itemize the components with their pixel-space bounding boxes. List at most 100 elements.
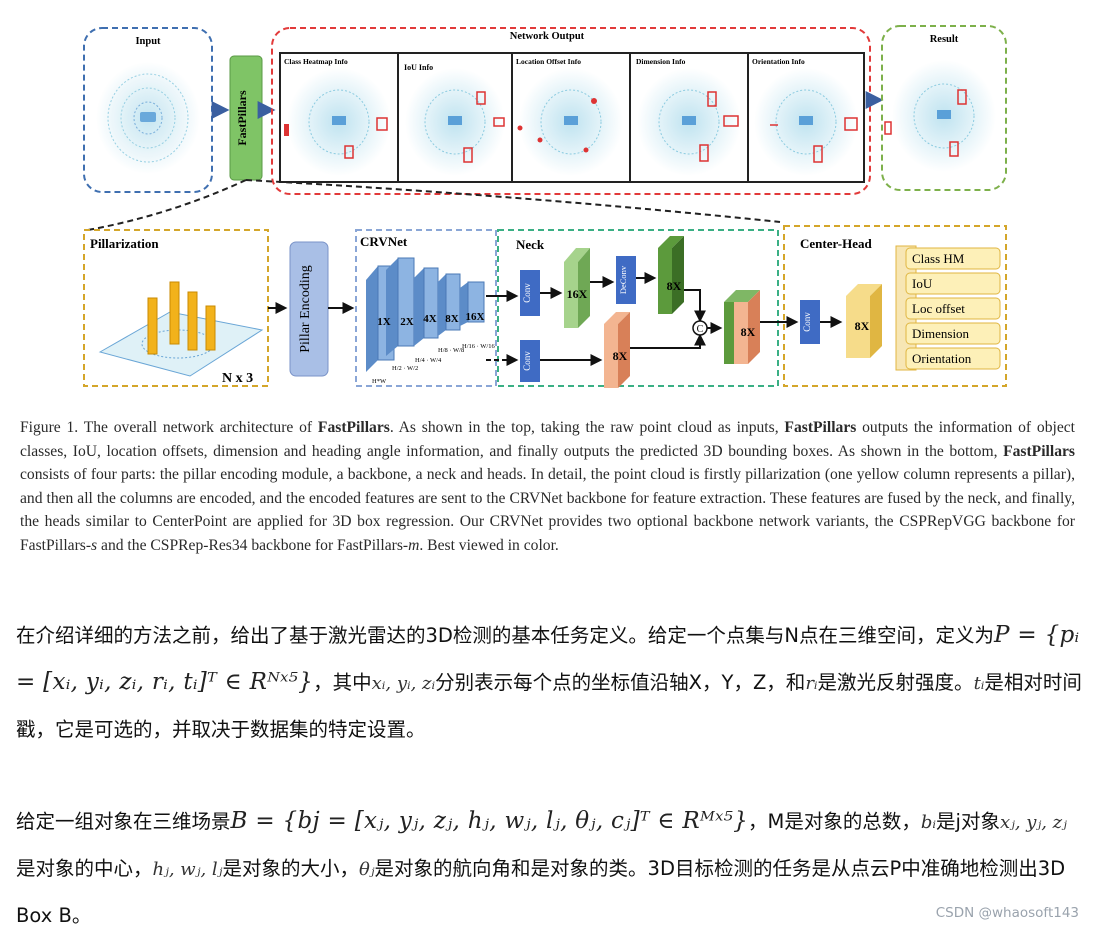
panel-label: Location Offset Info [516, 57, 581, 66]
figure-caption: Figure 1. The overall network architectu… [20, 416, 1075, 558]
head-output-label: Orientation [912, 351, 972, 366]
formula-coords: xᵢ, yᵢ, zᵢ [371, 673, 436, 694]
caption-text: and the CSPRep-Res34 backbone for FastPi… [97, 536, 409, 554]
result-box [881, 25, 1007, 191]
architecture-figure: Input FastPillars Network Output Class H… [0, 0, 1093, 405]
fastpillars-label: FastPillars [235, 90, 249, 146]
formula-heading: θⱼ [358, 859, 375, 880]
network-output-label: Network Output [510, 31, 585, 42]
crv-dim-label: H/8 · W/8 [438, 347, 464, 354]
neck-block-8x-green [658, 236, 684, 314]
para-text: 是j对象 [936, 810, 1000, 833]
watermark: CSDN @whaosoft143 [935, 905, 1079, 921]
caption-name: FastPillars [784, 419, 857, 436]
pillar-encoding-label: Pillar Encoding [298, 265, 313, 353]
paragraph-task-definition: 在介绍详细的方法之前，给出了基于激光雷达的3D检测的基本任务定义。给定一个点集与… [16, 612, 1086, 753]
para-text: 是对象的大小， [222, 857, 359, 880]
para-text: ，其中 [313, 671, 372, 694]
pillarization-label: Pillarization [90, 236, 159, 251]
formula-point-set: P = {pᵢ = [xᵢ, yᵢ, zᵢ, rᵢ, tᵢ]ᵀ ∈ Rᴺˣ⁵} [16, 622, 1080, 695]
caption-text: . As shown in the top, taking the raw po… [389, 419, 785, 436]
crv-dim-label: H*W [372, 378, 387, 385]
head-output-label: IoU [912, 276, 933, 291]
conv-block [520, 340, 540, 382]
head-output-list [905, 247, 1001, 370]
result-point-cloud [884, 60, 996, 172]
crv-block-label: 2X [400, 316, 414, 328]
formula-center: xⱼ, yⱼ, zⱼ [999, 812, 1067, 833]
conv-block [520, 270, 540, 316]
neck-block-label: 16X [567, 287, 588, 301]
panel-class-heatmap: Class Heatmap Info [284, 57, 391, 176]
formula-object-set: B = {bj = [xⱼ, yⱼ, zⱼ, hⱼ, wⱼ, lⱼ, θⱼ, c… [230, 808, 749, 834]
para-text: 是对象的中心， [16, 857, 153, 880]
panel-location-offset: Location Offset Info [516, 57, 623, 176]
head-conv-block [800, 300, 820, 344]
conv-label: Conv [522, 351, 532, 371]
formula-timestamp: tᵢ [973, 673, 985, 694]
panel-label: Dimension Info [636, 57, 686, 66]
neck-block-16x [564, 248, 590, 328]
caption-name: FastPillars [317, 419, 390, 436]
panel-label: Class Heatmap Info [284, 57, 348, 66]
neck-label: Neck [516, 237, 545, 252]
conv-label: Conv [802, 312, 812, 332]
crv-block-label: 8X [445, 313, 459, 325]
para-text: 是相对时间戳，它是可选的，并取决于数据集的特定设置。 [16, 671, 1082, 741]
head-output-label: Dimension [912, 326, 970, 341]
crv-dim-label: H/4 · W/4 [415, 357, 442, 364]
architecture-diagram: Input FastPillars Network Output Class H… [83, 25, 1007, 388]
para-text: ，M是对象的总数， [748, 810, 921, 833]
nx3-label: N x 3 [222, 371, 253, 386]
caption-text: outputs the information of object classe… [20, 419, 1076, 460]
para-text: 是对象的航向角和是对象的类。3D目标检测的任务是从点云P中准确地检测出3D Bo… [16, 857, 1066, 927]
caption-variant: s [91, 536, 98, 554]
crv-block-label: 4X [423, 313, 437, 325]
caption-text: . Best viewed in color. [419, 536, 559, 554]
panel-iou: IoU Info [404, 63, 505, 176]
crv-dim-label: H/16 · W/16 [462, 343, 495, 350]
paragraph-object-definition: 给定一组对象在三维场景B = {bj = [xⱼ, yⱼ, zⱼ, hⱼ, wⱼ… [16, 798, 1086, 939]
caption-prefix: Figure 1. The overall network architectu… [20, 419, 318, 436]
network-output-box [271, 27, 871, 195]
concat-label: C [697, 324, 704, 335]
crv-dim-label: H/2 · W/2 [392, 365, 418, 372]
crv-block-label: 16X [466, 311, 485, 323]
neck-block-label: 8X [613, 349, 628, 363]
caption-variant: m [408, 536, 420, 554]
result-label: Result [930, 34, 959, 45]
neck-block-label: 8X [667, 279, 682, 293]
input-label: Input [135, 36, 161, 47]
pillar-scene [98, 281, 264, 377]
neck-block-8x-orange [604, 312, 630, 388]
panel-label: Orientation Info [752, 57, 805, 66]
crv-block-label: 1X [377, 316, 391, 328]
head-output-label: Class HM [912, 251, 965, 266]
crvnet-box [355, 229, 497, 387]
formula-size: hⱼ, wⱼ, lⱼ [152, 859, 223, 880]
crv-blocks [366, 257, 485, 372]
para-text: 在介绍详细的方法之前，给出了基于激光雷达的3D检测的基本任务定义。给定一个点集与… [16, 624, 995, 647]
conv-label: Conv [522, 283, 532, 303]
panel-dimension: Dimension Info [636, 57, 741, 176]
head-block-8x [846, 284, 882, 358]
panel-label: IoU Info [404, 63, 433, 72]
crvnet-label: CRVNet [360, 234, 408, 249]
head-output-label: Loc offset [912, 301, 965, 316]
formula-reflectance: rᵢ [805, 673, 818, 694]
caption-text: consists of four parts: the pillar encod… [20, 466, 1075, 554]
neck-block-8x-fused [724, 290, 760, 364]
para-text: 给定一组对象在三维场景 [16, 810, 231, 833]
input-point-cloud [96, 62, 200, 174]
caption-name: FastPillars [1003, 442, 1075, 460]
panel-orientation: Orientation Info [752, 57, 858, 176]
para-text: 是激光反射强度。 [817, 671, 974, 694]
deconv-label: DeConv [618, 265, 628, 294]
para-text: 分别表示每个点的坐标值沿轴X，Y，Z，和 [435, 671, 806, 694]
neck-box [497, 229, 779, 387]
head-block-label: 8X [855, 319, 870, 333]
output-panels: Class Heatmap Info IoU Info Location Off… [279, 52, 865, 183]
formula-object: bᵢ [920, 812, 937, 833]
deconv-block [616, 256, 636, 304]
neck-block-label: 8X [741, 325, 756, 339]
